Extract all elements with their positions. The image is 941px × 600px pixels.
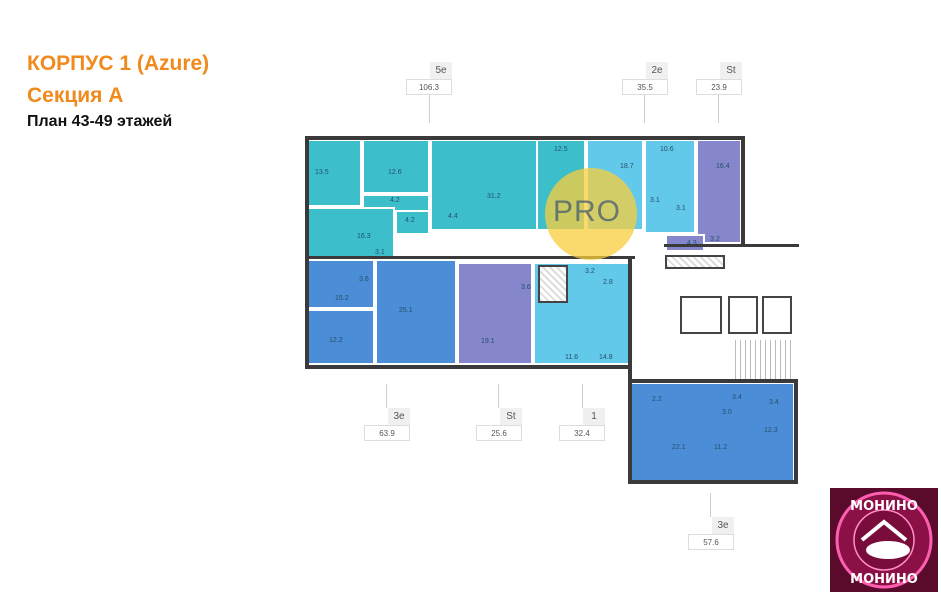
shaft [665,255,725,269]
room[interactable]: 4.3 [665,234,705,252]
room[interactable]: 25.1 [375,259,457,365]
svg-text:МОНИНО: МОНИНО [850,572,918,587]
svg-text:МОНИНО: МОНИНО [850,499,918,514]
building-title: КОРПУС 1 (Azure) [27,52,210,75]
room[interactable]: 12.2 [307,309,375,365]
floor-plan-title: План 43-49 этажей [27,113,173,130]
elevator [762,296,792,334]
shaft [538,265,568,303]
section-title: Секция А [27,84,124,107]
room[interactable]: 12.6 [362,139,430,194]
elevator [680,296,722,334]
room[interactable]: 4.2 [395,210,430,235]
staircase [735,340,793,380]
pro-watermark-circle [545,168,637,260]
elevator [728,296,758,334]
room[interactable]: 2.2 3.4 3.0 3.4 12.3 22.1 11.2 [630,382,795,482]
room[interactable]: 13.5 [307,139,362,207]
pro-watermark: PRO [553,195,622,228]
agency-logo: МОНИНО МОНИНО [830,488,938,592]
